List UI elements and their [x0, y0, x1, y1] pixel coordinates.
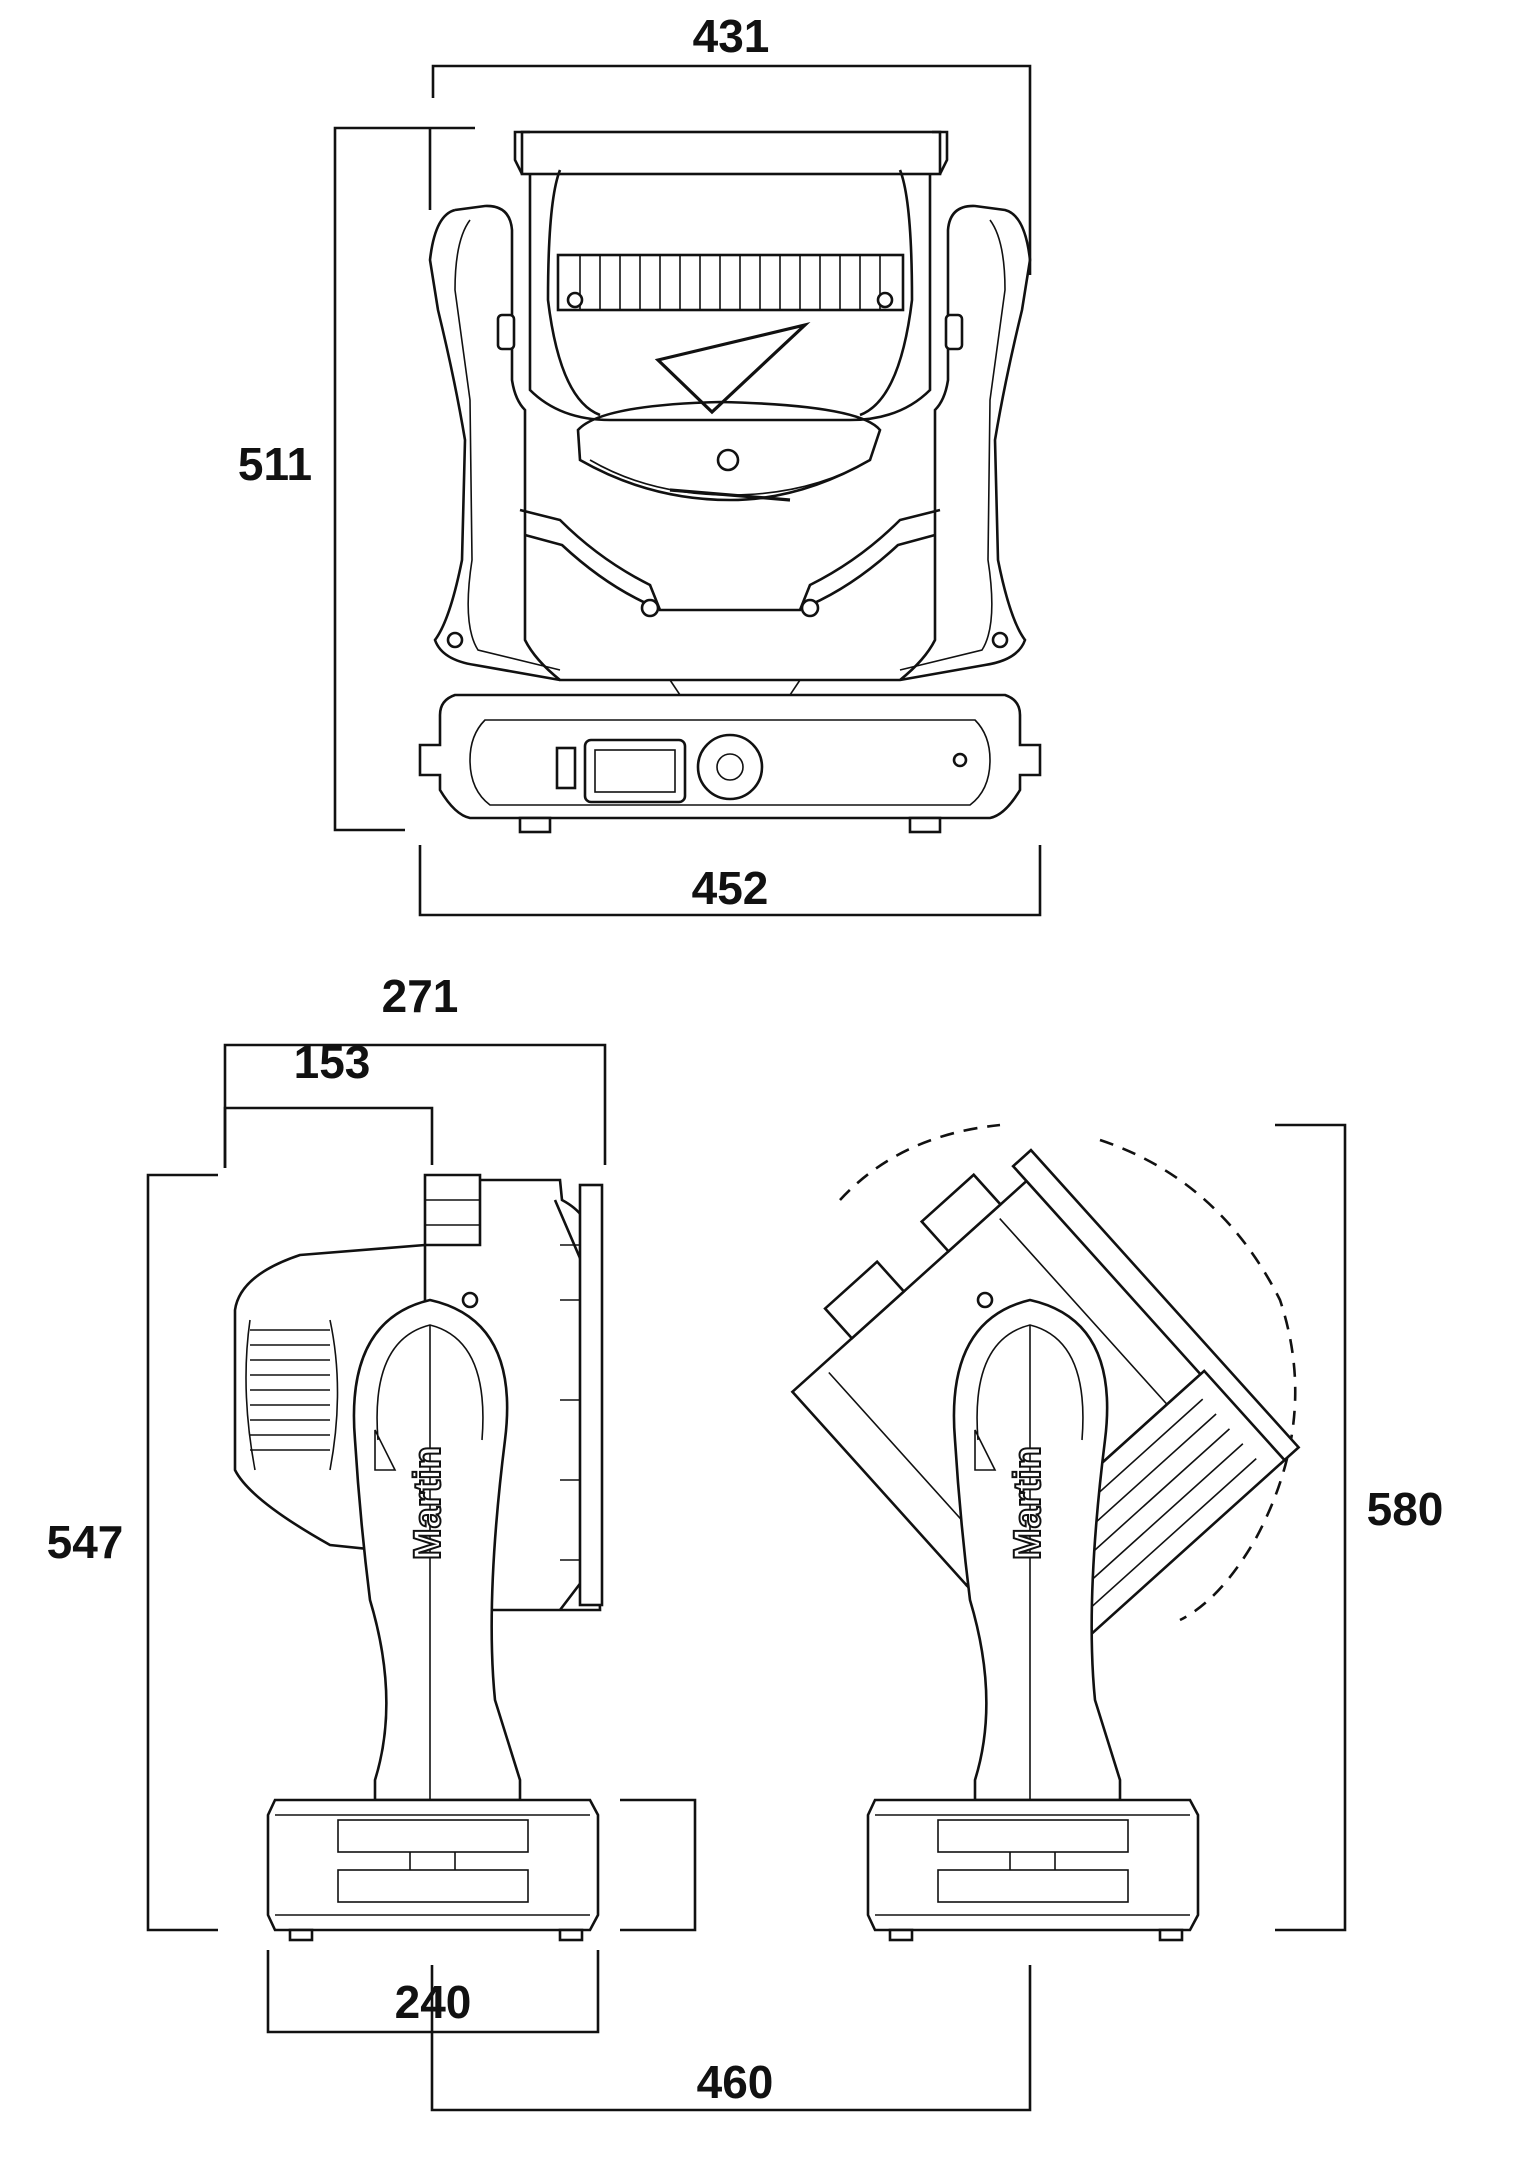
dim-front-base-width: 452 — [692, 862, 769, 914]
dim-tilted-width: 460 — [697, 2056, 774, 2108]
dim-front-height: 511 — [238, 438, 312, 490]
dim-front-top-width: 431 — [693, 10, 770, 62]
side-fins — [245, 1319, 339, 1471]
dim-tilted-height: 580 — [1367, 1483, 1444, 1535]
martin-logo-side: Martin — [407, 1446, 449, 1560]
dim-side-pivot-depth: 153 — [294, 1036, 371, 1088]
dim-side-height: 547 — [47, 1516, 124, 1568]
triangle-marking — [654, 322, 811, 415]
side-dimension-lines — [146, 1043, 1032, 2112]
side-view: Martin — [233, 1173, 604, 1942]
tilt-arc — [839, 1123, 1297, 1622]
dim-side-overall-depth: 271 — [382, 970, 459, 1022]
martin-logo-tilted: Martin — [1007, 1446, 1049, 1560]
tilted-view: Martin — [790, 1123, 1301, 1942]
head-fins — [579, 255, 881, 310]
tilted-dimension-line — [1275, 1123, 1347, 1932]
front-view — [418, 130, 1042, 834]
front-dimension-lines — [333, 64, 1042, 917]
dim-base-depth: 240 — [395, 1976, 472, 2028]
